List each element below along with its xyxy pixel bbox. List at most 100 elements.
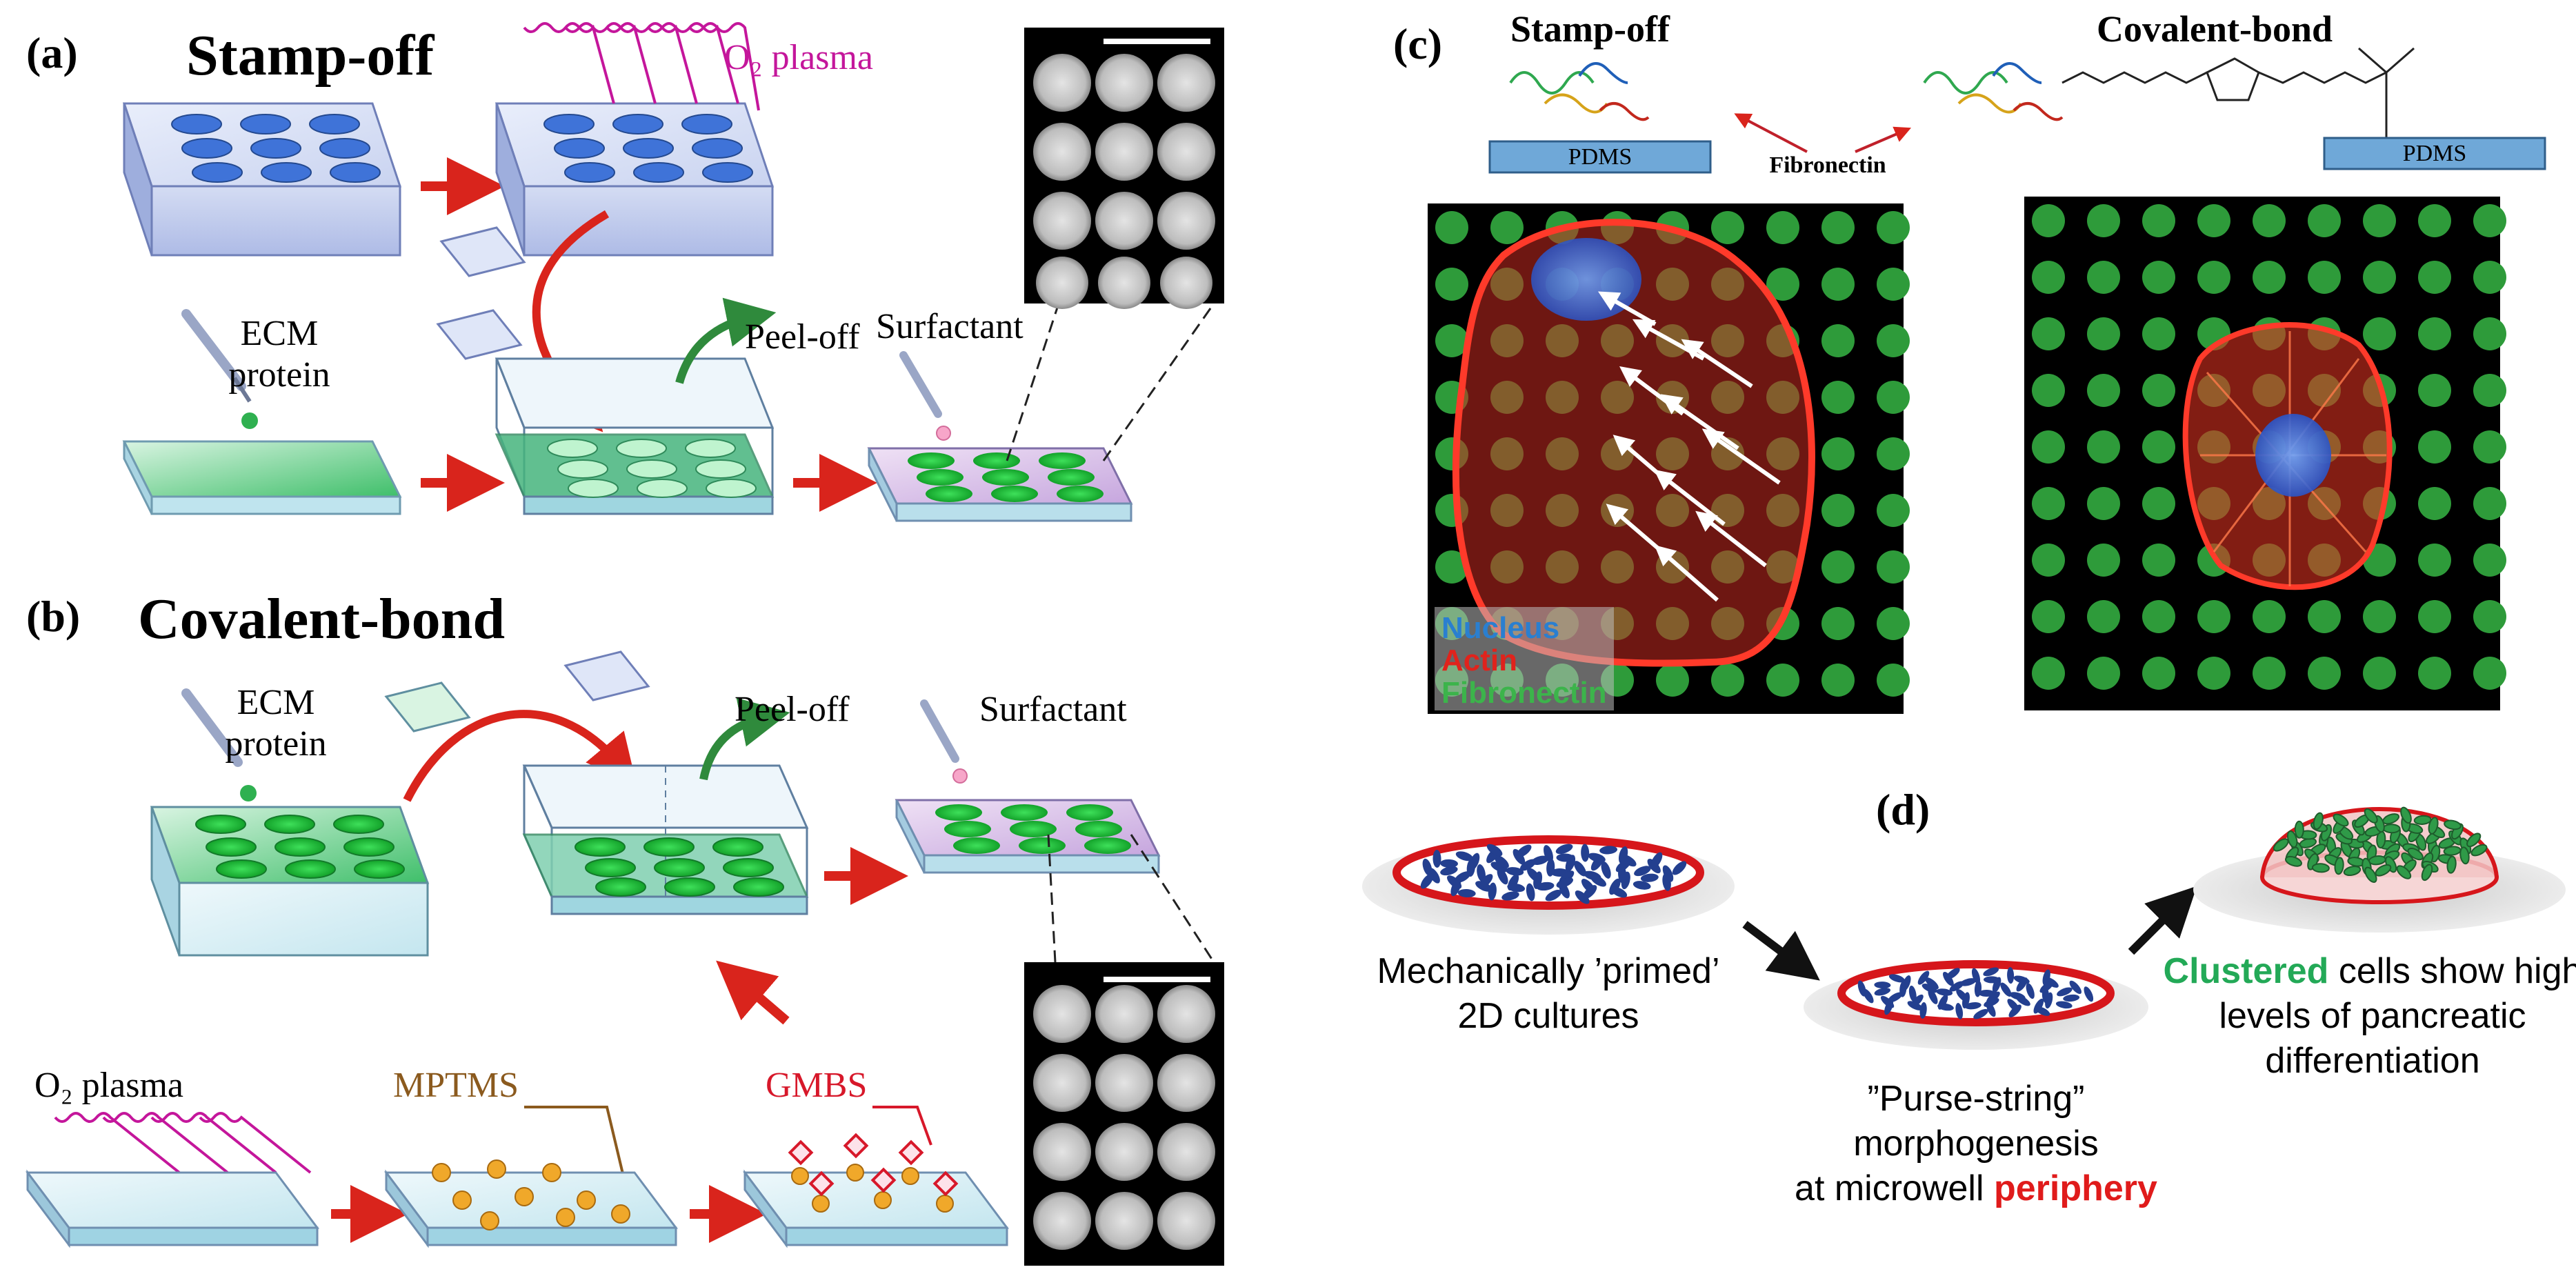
cell [2063, 994, 2080, 1002]
panel-b: (b) Covalent-bond ECM protein [26, 587, 1224, 1266]
cell [1601, 861, 1611, 879]
cell [2007, 967, 2015, 984]
fibronectin-dot [2253, 204, 2286, 237]
micrograph-covalent-bond [2024, 197, 2506, 710]
peel-off-arrow-a [675, 297, 777, 384]
zoom-guide [1130, 834, 1215, 963]
gmbs-linker-structure [2061, 47, 2415, 138]
fibronectin-dot [2142, 261, 2175, 294]
cell [2364, 866, 2377, 883]
surfactant-label-a: Surfactant [876, 307, 1024, 346]
cell [1650, 852, 1663, 868]
cell [1937, 1003, 1954, 1011]
fibronectin-dot [2087, 487, 2120, 520]
fibronectin-dot [2032, 317, 2065, 350]
fibronectin-dot [2473, 261, 2506, 294]
fibronectin-protein-icon-right [1923, 62, 2064, 121]
cell [2284, 855, 2303, 867]
fibronectin-dot [2032, 204, 2065, 237]
fibronectin-dot [2032, 261, 2065, 294]
culture-dish-1 [1362, 835, 1735, 935]
pdms-block-left [1488, 140, 1712, 174]
glass-substrate-1 [26, 1169, 319, 1248]
fibronectin-dot [2142, 544, 2175, 577]
cell [1888, 974, 1905, 983]
fibronectin-dot [2308, 657, 2341, 690]
fibronectin-dot [2142, 487, 2175, 520]
pdms-stamp-2 [495, 102, 775, 257]
cell [1494, 855, 1509, 868]
cell [1971, 968, 1981, 984]
fibronectin-dot [1821, 268, 1855, 301]
fibronectin-dot [2253, 600, 2286, 633]
cell [2459, 846, 2470, 865]
cell [2294, 820, 2304, 839]
fibronectin-dot [1877, 211, 1910, 244]
cell [1901, 975, 1911, 991]
cell [2466, 833, 2482, 848]
cell [1506, 867, 1524, 876]
nucleus [2255, 414, 2331, 497]
label-clustered-2: levels of pancreatic [2219, 996, 2526, 1036]
label-purse-2: morphogenesis [1853, 1124, 2099, 1164]
fibronectin-dot [1877, 550, 1910, 584]
fibronectin-dot [2142, 374, 2175, 407]
fibronectin-dot [2418, 261, 2451, 294]
legend-box [1435, 607, 1614, 710]
cell [1536, 881, 1555, 891]
cell [1507, 883, 1526, 893]
panel-c: (c) Stamp-off Covalent-bond PDMS Fibrone… [1393, 8, 2546, 714]
cell [2446, 855, 2457, 874]
fibronectin-dot [1821, 381, 1855, 414]
panel-c-letter: (c) [1393, 19, 1442, 68]
culture-dish-2 [1804, 960, 2148, 1050]
fibronectin-dot [1656, 664, 1689, 697]
fibronectin-dot [2197, 657, 2230, 690]
fibronectin-dot [1877, 268, 1910, 301]
fibronectin-dot [2032, 374, 2065, 407]
covalent-bond-label-c: Covalent-bond [2097, 8, 2333, 50]
fibronectin-dot [2308, 204, 2341, 237]
fibronectin-dot [1821, 211, 1855, 244]
cell [1919, 1002, 1927, 1019]
cell [1440, 866, 1458, 876]
fibronectin-dot [2473, 657, 2506, 690]
cell [1420, 873, 1434, 889]
fibronectin-dot [1821, 324, 1855, 357]
cell [1936, 988, 1953, 996]
cell [1559, 881, 1570, 899]
fibronectin-dot [2197, 261, 2230, 294]
peel-off-label-a: Peel-off [745, 317, 860, 357]
cell [1946, 968, 1960, 979]
cell [2273, 838, 2289, 852]
cell [1974, 980, 1982, 997]
fibronectin-dot [1877, 324, 1910, 357]
cell [1545, 889, 1562, 902]
pointer-arrow [1855, 126, 1912, 153]
legend-nucleus: Nucleus [1441, 611, 1559, 645]
cell [2057, 987, 2073, 997]
fibronectin-dot [2363, 204, 2396, 237]
cell [1555, 844, 1573, 855]
cell [2382, 813, 2400, 825]
fibronectin-dot [1766, 211, 1799, 244]
cell [1964, 1002, 1981, 1010]
cell [1516, 844, 1532, 857]
cell [2311, 863, 2330, 873]
cell [1640, 873, 1659, 882]
cell [2000, 982, 2012, 997]
fibronectin-dot [1821, 437, 1855, 470]
cell [2428, 817, 2439, 835]
flipped-stamp-icons [436, 226, 526, 360]
cell [1455, 851, 1473, 861]
ecm-inked-stamp [150, 806, 430, 957]
cell [1490, 861, 1508, 873]
fibronectin-dot [2087, 317, 2120, 350]
cell [2013, 975, 2030, 984]
cell [1917, 970, 1930, 985]
fibronectin-dot [2032, 544, 2065, 577]
pdms-block-right [2323, 137, 2546, 170]
fibronectin-dot [2197, 600, 2230, 633]
cell [1475, 881, 1492, 892]
cell [2313, 812, 2324, 830]
